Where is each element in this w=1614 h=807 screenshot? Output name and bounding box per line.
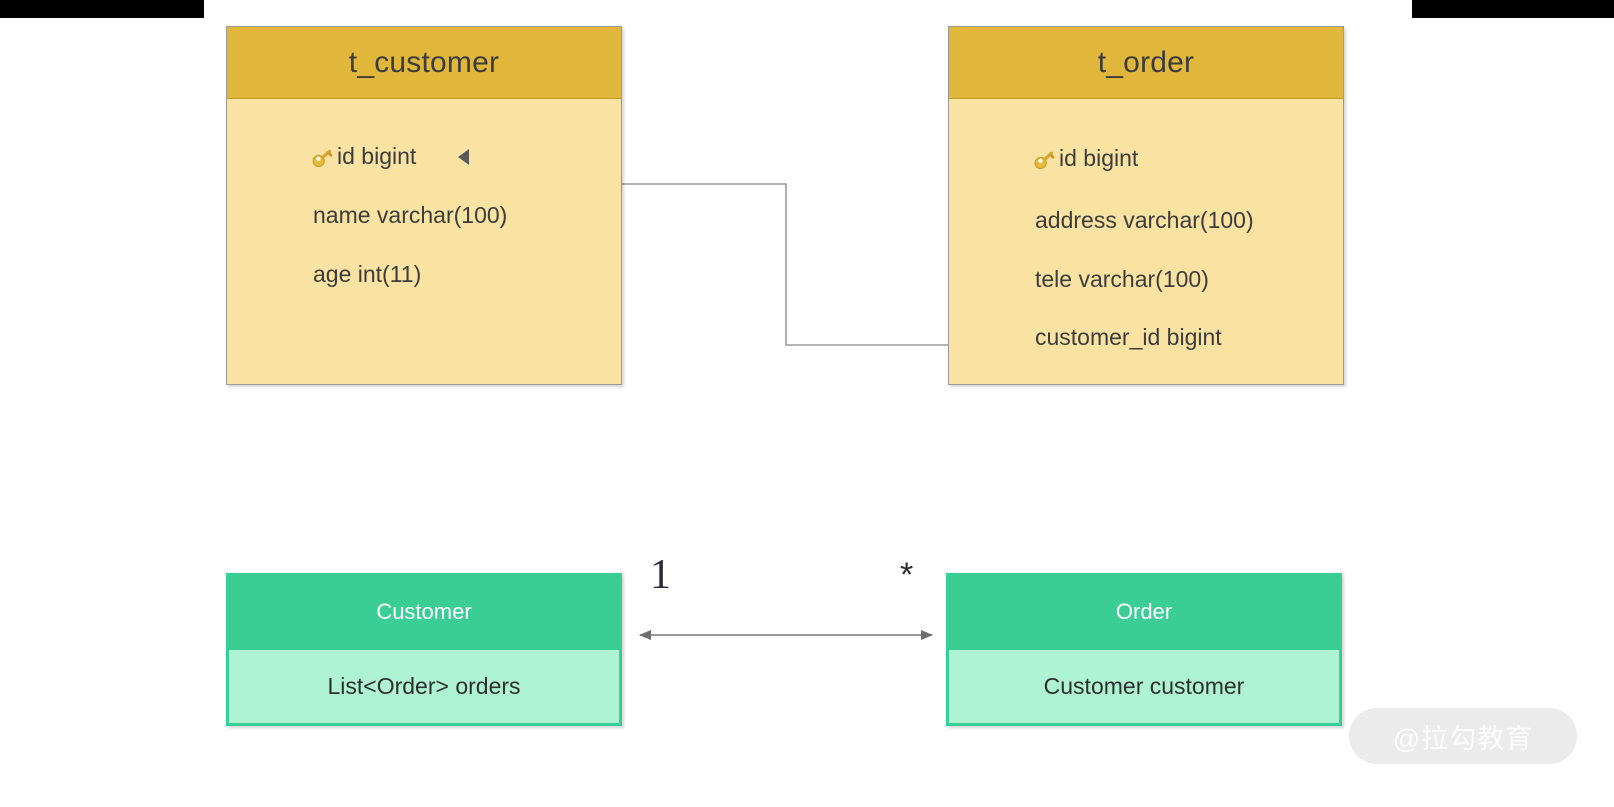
table-t-customer[interactable]: t_customer id bigint <box>226 26 622 385</box>
watermark-text: @拉勾教育 <box>1392 723 1534 754</box>
letterbox-bar-right <box>1412 0 1614 18</box>
table-row[interactable]: id bigint <box>949 127 1343 190</box>
multiplicity-right: * <box>900 556 914 594</box>
field-label: customer_id bigint <box>1035 324 1222 350</box>
field-label: address varchar(100) <box>1035 206 1254 233</box>
multiplicity-left: 1 <box>650 552 671 598</box>
key-icon <box>309 147 335 169</box>
table-row[interactable]: customer_id bigint <box>949 308 1343 367</box>
table-row[interactable]: tele varchar(100) <box>949 250 1343 308</box>
table-row[interactable]: name varchar(100) <box>227 186 621 245</box>
table-t-customer-fields: id bigint name varchar(100) age int(11) <box>227 99 621 384</box>
table-row[interactable]: id bigint <box>227 127 621 186</box>
field-label: tele varchar(100) <box>1035 265 1209 292</box>
class-customer-member: List<Order> orders <box>226 650 622 726</box>
triangle-left-icon <box>458 148 470 165</box>
class-order[interactable]: Order Customer customer <box>946 573 1342 726</box>
foreign-key-connector <box>622 183 948 346</box>
table-t-customer-title: t_customer <box>227 27 621 99</box>
class-customer-title: Customer <box>226 573 622 650</box>
table-t-order-fields: id bigint address varchar(100) tele varc… <box>949 99 1343 384</box>
watermark: @拉勾教育 <box>1349 708 1577 764</box>
field-label: name varchar(100) <box>313 202 508 228</box>
table-row[interactable]: address varchar(100) <box>949 190 1343 250</box>
class-order-member: Customer customer <box>946 650 1342 726</box>
field-label: age int(11) <box>313 261 422 287</box>
class-order-title: Order <box>946 573 1342 650</box>
table-row[interactable]: age int(11) <box>227 245 621 304</box>
field-label: id bigint <box>337 143 417 169</box>
key-icon <box>1031 149 1057 171</box>
class-customer[interactable]: Customer List<Order> orders <box>226 573 622 726</box>
field-label: id bigint <box>1059 145 1139 171</box>
table-t-order[interactable]: t_order id bigint address varc <box>948 26 1344 385</box>
table-t-order-title: t_order <box>949 27 1343 99</box>
letterbox-bar-left <box>0 0 204 18</box>
